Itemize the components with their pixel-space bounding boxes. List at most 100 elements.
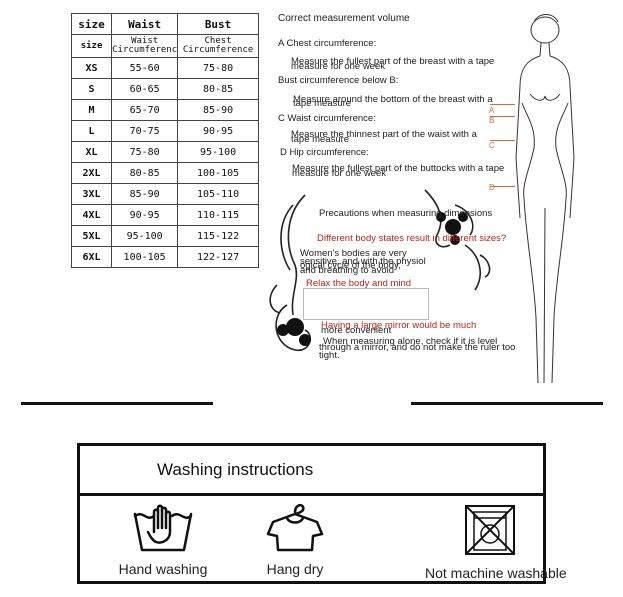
washing-title: Washing instructions <box>157 460 314 479</box>
waist-cell: 100-105 <box>111 246 179 268</box>
waist-instruction-2: tape measure <box>291 134 350 145</box>
bust-cell: 95-100 <box>177 141 259 163</box>
waist-cell: 80-85 <box>111 162 179 184</box>
figure-illustration <box>515 14 575 384</box>
size-cell: XL <box>70 141 113 163</box>
marker-b: B <box>489 116 495 125</box>
waist-cell: 60-65 <box>111 78 179 100</box>
relax-note: Relax the body and mind <box>306 278 412 289</box>
size-cell: 2XL <box>70 162 113 184</box>
subheader-chest: Chest Circumference <box>177 34 259 58</box>
body-note-4: and breathing to avoid <box>300 265 395 276</box>
bust-cell: 80-85 <box>177 78 259 100</box>
waist-cell: 70-75 <box>111 120 179 142</box>
subheader-waist-unit: Circumferenc <box>112 45 178 55</box>
chest-instruction-1: Measure the fullest part of the breast w… <box>291 56 495 67</box>
no-machine-wash-label: Not machine washable <box>425 565 567 581</box>
chest-label: A Chest circumference: <box>278 38 377 49</box>
marker-c: C <box>489 141 495 150</box>
waist-cell: 95-100 <box>111 225 179 247</box>
size-cell: L <box>70 120 113 142</box>
alone-tip-3: tight. <box>319 350 340 361</box>
size-cell: 3XL <box>70 183 113 205</box>
table-header-row: size Waist Bust <box>70 13 259 35</box>
washing-instructions-panel: Washing instructions Hand washing Hang d <box>77 443 567 584</box>
mirror-tip-2: more convenient <box>321 325 392 336</box>
washing-separator <box>80 493 543 496</box>
bust-cell: 85-90 <box>177 99 259 121</box>
size-cell: XS <box>70 57 113 79</box>
marker-a: A <box>489 106 495 115</box>
precautions-heading: Precautions when measuring dimensions <box>319 208 493 219</box>
header-bust: Bust <box>177 13 259 35</box>
underbust-instruction-1: Measure around the bottom of the breast … <box>293 94 493 105</box>
waist-cell: 85-90 <box>111 183 179 205</box>
body-note-1: Women's bodies are very <box>300 248 407 259</box>
marker-d: D <box>489 183 495 192</box>
right-divider <box>411 402 603 405</box>
waist-instruction-1: Measure the thinnest part of the waist w… <box>291 129 477 140</box>
care-item-hand-wash: Hand washing <box>108 504 218 577</box>
waist-cell: 55-60 <box>111 57 179 79</box>
marker-b-line <box>490 116 515 117</box>
size-cell: 4XL <box>70 204 113 226</box>
left-divider <box>21 402 213 405</box>
measurement-title: Correct measurement volume <box>278 13 410 24</box>
size-cell: M <box>70 99 113 121</box>
alone-tip-1: When measuring alone, check if it is lev… <box>323 336 498 347</box>
table-subheader-row: size Waist Circumferenc Chest Circumfere… <box>70 34 259 58</box>
hip-label: D Hip circumference: <box>280 147 369 158</box>
care-item-hang-dry: Hang dry <box>250 500 340 577</box>
waist-label: C Waist circumference: <box>278 113 376 124</box>
marker-c-line <box>490 140 515 141</box>
hang-dry-icon <box>266 503 324 552</box>
header-size: size <box>70 13 113 35</box>
size-cell: 6XL <box>70 246 113 268</box>
marker-a-line <box>490 104 515 105</box>
note-box <box>303 288 429 320</box>
underbust-label: Bust circumference below B: <box>278 75 399 86</box>
size-cell: S <box>70 78 113 100</box>
waist-cell: 90-95 <box>111 204 179 226</box>
bust-cell: 100-105 <box>177 162 259 184</box>
subheader-size: size <box>70 34 113 58</box>
underbust-instruction-2: tape measure <box>293 98 352 109</box>
subheader-chest-unit: Circumference <box>182 45 254 55</box>
subheader-chest-label: Chest <box>204 36 232 46</box>
no-machine-wash-icon <box>465 505 515 555</box>
hand-wash-icon <box>133 504 193 552</box>
hang-dry-label: Hang dry <box>266 561 324 577</box>
body-states-question: Different body states result in differen… <box>317 233 507 244</box>
bust-cell: 75-80 <box>177 57 259 79</box>
waist-cell: 65-70 <box>111 99 179 121</box>
bust-cell: 122-127 <box>177 246 259 268</box>
subheader-waist-label: Waist <box>131 36 159 46</box>
size-table: size Waist Bust size Waist Circumferenc … <box>70 13 259 268</box>
body-note-3: ogical cycle of the body, <box>300 260 401 271</box>
body-note-2: sensitive, and with the physiol <box>300 256 426 267</box>
care-item-no-machine-wash: Not machine washable <box>425 502 567 581</box>
bust-cell: 110-115 <box>177 204 259 226</box>
chest-instruction-2: measure for one week <box>291 61 385 72</box>
size-cell: 5XL <box>70 225 113 247</box>
bust-cell: 105-110 <box>177 183 259 205</box>
bust-cell: 115-122 <box>177 225 259 247</box>
hand-wash-label: Hand washing <box>118 561 208 577</box>
hip-instruction-2: measure for one week <box>292 168 386 179</box>
bust-cell: 90-95 <box>177 120 259 142</box>
alone-tip-2: through a mirror, and do not make the ru… <box>319 342 516 353</box>
hip-instruction-1: Measure the fullest part of the buttocks… <box>292 163 505 174</box>
header-waist: Waist <box>111 13 179 35</box>
flourish-decoration <box>269 189 491 352</box>
